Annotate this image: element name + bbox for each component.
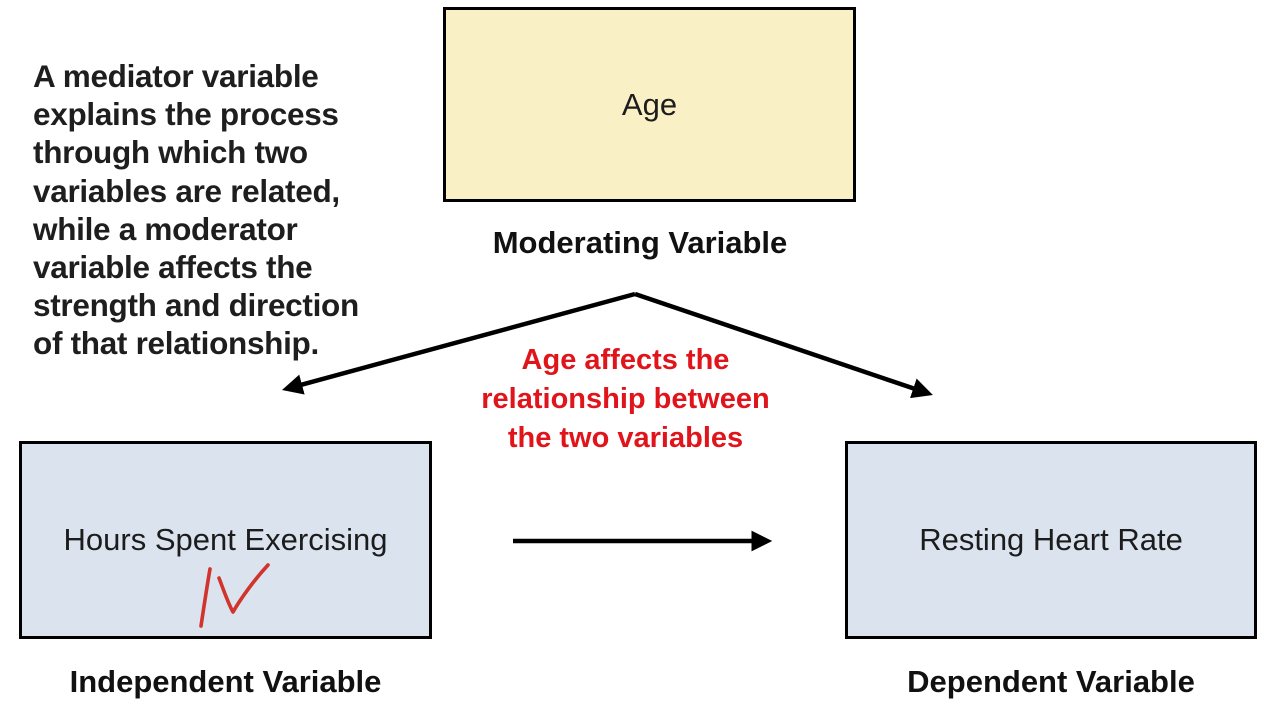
moderator-box: Age [443,7,856,202]
moderator-box-text: Age [621,86,678,122]
moderator-label: Moderating Variable [492,225,788,260]
independent-box: Hours Spent Exercising [19,441,432,639]
dependent-box: Resting Heart Rate [845,441,1257,639]
independent-label: Independent Variable [69,664,382,699]
dependent-box-text: Resting Heart Rate [919,522,1183,557]
dependent-label: Dependent Variable [907,664,1195,699]
definition-text: A mediator variable explains the process… [33,58,359,362]
moderation-note: Age affects the relationship between the… [481,344,770,455]
independent-box-text: Hours Spent Exercising [63,522,388,557]
